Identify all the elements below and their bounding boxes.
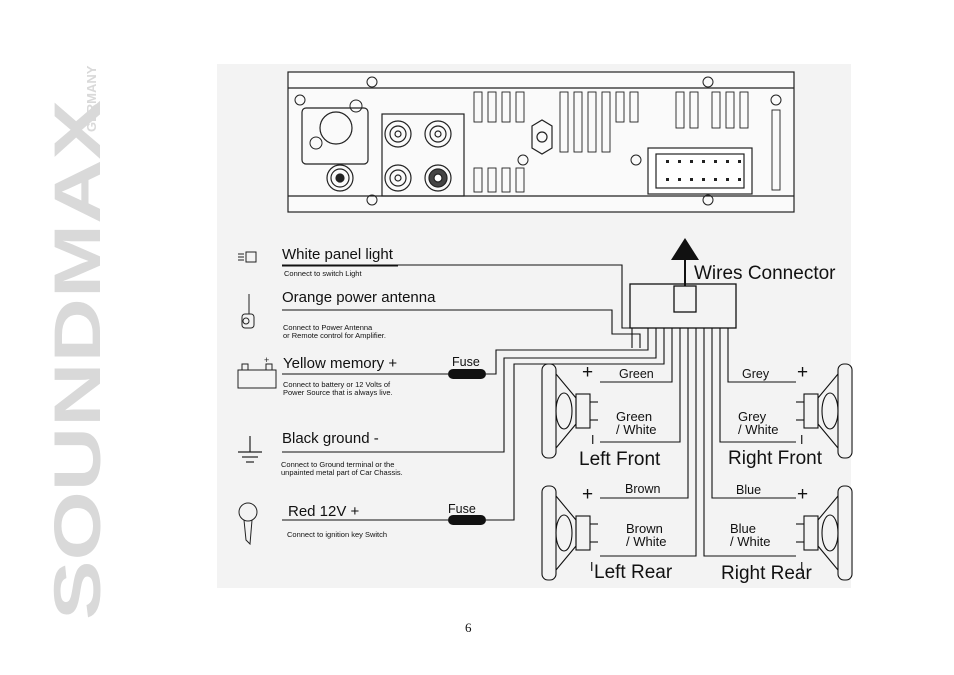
orange-power-antenna-label: Orange power antenna [282,289,436,306]
battery-icon: + [237,355,277,389]
red-fuse-label: Fuse [448,502,476,516]
left-front-label: Left Front [579,449,661,470]
speaker-icon [796,485,853,581]
arrow-up-icon [671,238,699,260]
right-front-plus-sign: + [797,362,809,383]
orange-power-antenna-note: Connect to Power Antenna or Remote contr… [283,323,386,340]
left-front-minus-wire: Green / White [616,409,657,437]
wires-connector-box [629,258,737,329]
head-unit-rear-panel [287,71,795,213]
black-ground-label: Black ground - [282,430,379,447]
page-number: 6 [465,620,472,635]
right-front-minus-wire: Grey / White [738,409,779,437]
right-rear-plus-wire: Blue [736,483,762,497]
left-front-plus-sign: + [582,362,594,383]
brand-suffix: GERMANY [84,65,99,132]
red-12v-note: Connect to ignition key Switch [287,530,388,539]
brand-name: SOUNDMAX [40,100,114,620]
left-rear-plus-wire: Brown [625,482,661,496]
left-wires [282,264,665,521]
left-rear-label: Left Rear [594,562,673,583]
speaker-icon [796,363,853,459]
ground-icon [238,436,262,463]
svg-text:+: + [264,355,269,365]
red-12v-label: Red 12V + [288,503,360,520]
speaker-icon [541,363,598,459]
left-front-plus-wire: Green [619,367,654,381]
right-front-plus-wire: Grey [742,367,770,381]
left-front-minus-sign: I [591,433,595,447]
black-ground-note: Connect to Ground terminal or the unpain… [281,460,403,477]
yellow-memory-label: Yellow memory + [283,355,398,372]
ignition-key-icon [238,502,258,546]
right-front-label: Right Front [728,448,822,469]
brand-logo: SOUNDMAX GERMANY [40,65,114,620]
white-panel-light-note: Connect to switch Light [284,269,362,278]
panel-light-icon [238,251,257,263]
right-rear-minus-sign: I [800,560,804,574]
speaker-wires [600,328,796,557]
right-rear-label: Right Rear [721,563,812,584]
speaker-icon [541,485,598,581]
antenna-icon [241,294,255,329]
left-rear-minus-wire: Brown / White [626,521,667,549]
fuse-icons [448,369,486,525]
yellow-fuse-label: Fuse [452,355,480,369]
yellow-memory-note: Connect to battery or 12 Volts of Power … [283,380,393,397]
right-rear-plus-sign: + [797,484,809,505]
right-rear-minus-wire: Blue / White [730,521,771,549]
wires-connector-title: Wires Connector [694,263,836,284]
white-panel-light-label: White panel light [282,246,393,263]
left-rear-plus-sign: + [582,484,594,505]
right-front-minus-sign: I [800,433,804,447]
left-rear-minus-sign: I [590,560,594,574]
